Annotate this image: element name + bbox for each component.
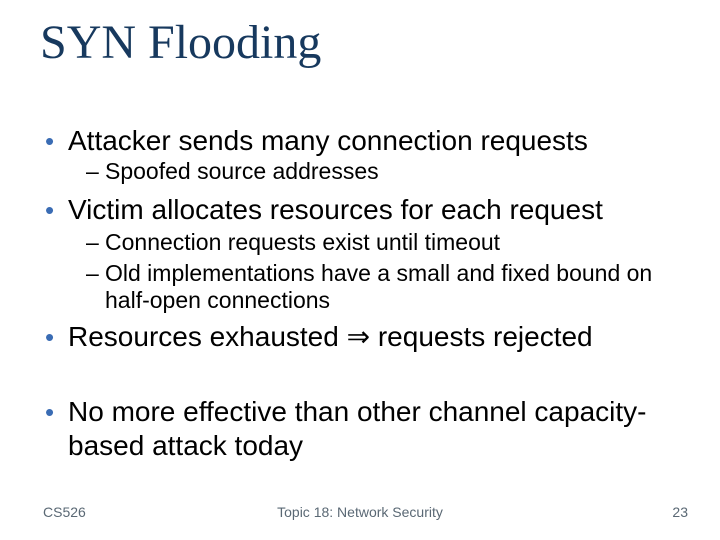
sub-bullet-item: – Connection requests exist until timeou… [86,229,682,256]
footer-course-label: CS526 [43,504,86,520]
bullet-dot-icon: • [45,126,55,156]
footer-topic-label: Topic 18: Network Security [277,504,443,520]
slide-title: SYN Flooding [40,16,322,69]
bullet-text: Attacker sends many connection requests [68,125,588,156]
bullet-item: • Victim allocates resources for each re… [45,193,675,227]
sub-bullet-text: Spoofed source addresses [105,158,379,184]
footer-page-number: 23 [672,504,688,520]
bullet-text: Resources exhausted ⇒ requests rejected [68,321,593,352]
bullet-dot-icon: • [45,397,55,427]
bullet-item: • No more effective than other channel c… [45,395,675,463]
bullet-dot-icon: • [45,322,55,352]
dash-icon: – [86,158,99,184]
bullet-item: • Attacker sends many connection request… [45,124,675,158]
dash-icon: – [86,229,99,255]
sub-bullet-item: – Old implementations have a small and f… [86,260,682,314]
bullet-text: Victim allocates resources for each requ… [68,194,603,225]
sub-bullet-item: – Spoofed source addresses [86,158,682,185]
bullet-dot-icon: • [45,195,55,225]
sub-bullet-text: Old implementations have a small and fix… [105,260,653,313]
bullet-text: No more effective than other channel cap… [68,396,647,461]
bullet-item: • Resources exhausted ⇒ requests rejecte… [45,320,675,354]
dash-icon: – [86,260,99,286]
sub-bullet-text: Connection requests exist until timeout [105,229,501,255]
